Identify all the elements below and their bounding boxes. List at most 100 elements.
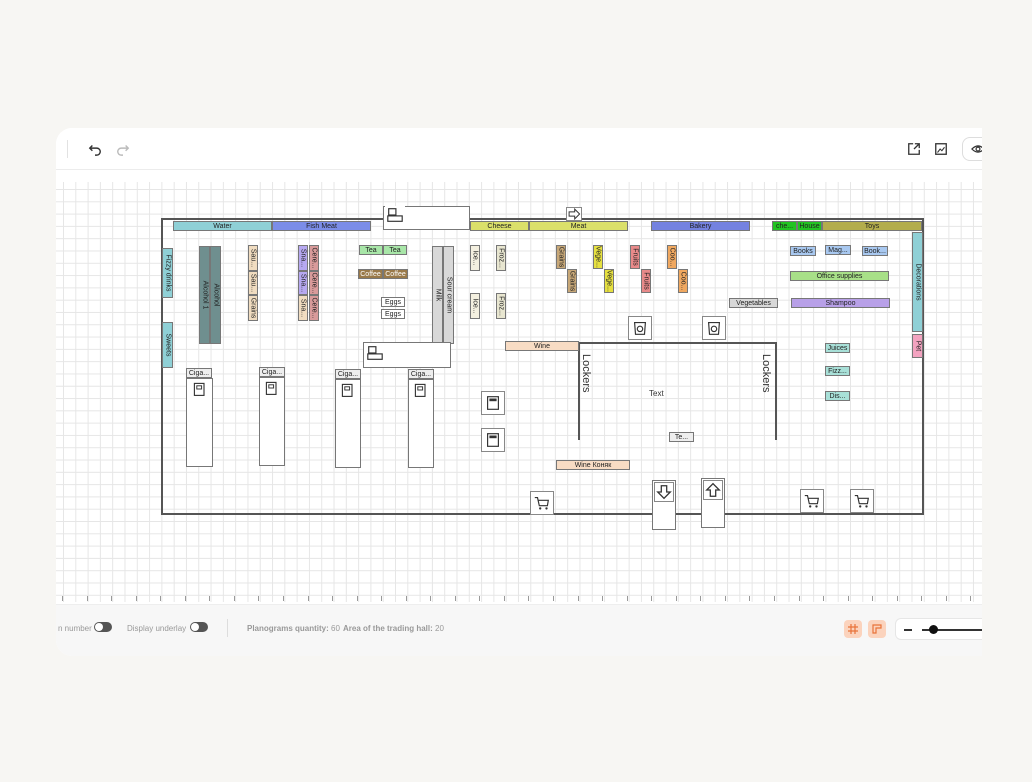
section-meat[interactable]: Meat [529, 221, 628, 231]
shopping-cart-icon[interactable] [530, 491, 554, 515]
ruler-tick [111, 596, 113, 601]
entrance-arrow-icon[interactable] [566, 207, 582, 221]
section-books-2[interactable]: Book... [862, 246, 888, 256]
lockers-wall-top [578, 342, 777, 344]
section-coffee-2[interactable]: Coffee [383, 269, 408, 279]
section-milk[interactable]: Milk [432, 246, 443, 344]
section-coffee-1[interactable]: Coffee [358, 269, 383, 279]
section-fruits-2[interactable]: Fruits [641, 269, 651, 293]
section-sauces-2[interactable]: Sau... [248, 271, 258, 295]
section-ice-2[interactable]: Ice... [470, 293, 480, 319]
section-fruits-1[interactable]: Fruits [630, 245, 640, 269]
section-cigarettes-2[interactable]: Ciga... [259, 367, 285, 377]
section-frozen-2[interactable]: Froz... [496, 293, 506, 319]
section-eggs-1[interactable]: Eggs [381, 297, 405, 307]
image-button[interactable] [931, 139, 951, 159]
section-sauces-1[interactable]: Sau... [248, 245, 258, 271]
ruler-tick [160, 596, 162, 601]
section-cookies-1[interactable]: Coo... [667, 245, 677, 269]
eye-icon [971, 145, 982, 153]
section-toys[interactable]: Toys [822, 221, 922, 231]
underlay-toggle[interactable] [190, 622, 208, 632]
section-cigarettes-3[interactable]: Ciga... [335, 369, 361, 379]
section-tea-2[interactable]: Tea [383, 245, 407, 255]
lockers-wall-right [775, 342, 777, 440]
zoom-slider-thumb[interactable] [929, 625, 938, 634]
redo-button[interactable] [113, 139, 133, 159]
zoom-out-button[interactable] [904, 629, 912, 631]
ruler-tick [454, 596, 456, 601]
ruler-tick [528, 596, 530, 601]
section-magazines[interactable]: Mag... [825, 245, 851, 255]
section-vegetables-2[interactable]: Vege... [604, 269, 614, 293]
section-snacks-3[interactable]: Sna... [298, 295, 308, 321]
section-books-1[interactable]: Books [790, 246, 816, 256]
preview-button[interactable] [962, 137, 982, 161]
section-grains-1[interactable]: Grains [556, 245, 566, 269]
text-label[interactable]: Text [649, 389, 664, 398]
section-decorations[interactable]: Decorations [912, 232, 923, 332]
section-dishes[interactable]: Dis... [825, 391, 850, 401]
export-button[interactable] [904, 139, 924, 159]
section-wine-konia[interactable]: Wine Коняк [556, 460, 630, 470]
section-cigarettes-4[interactable]: Ciga... [408, 369, 434, 379]
section-vegetables[interactable]: Vegetables [729, 298, 778, 308]
ruler-tick [307, 596, 309, 601]
section-te[interactable]: Te... [669, 432, 694, 442]
shopping-cart-icon[interactable] [800, 489, 824, 513]
section-grains-2[interactable]: Grains [567, 269, 577, 293]
section-house[interactable]: House [797, 221, 822, 231]
section-fizzy[interactable]: Fizz... [825, 366, 850, 376]
section-alcohol-2[interactable]: Alcohol [210, 246, 221, 344]
section-juices[interactable]: Juices [825, 343, 850, 353]
section-fizzy-drinks[interactable]: Fizzy drinks [162, 248, 173, 298]
ruler-tick [430, 596, 432, 601]
section-snacks-1[interactable]: Sna... [298, 245, 308, 271]
section-water[interactable]: Water [173, 221, 272, 231]
ruler-tick [282, 596, 284, 601]
number-toggle[interactable] [94, 622, 112, 632]
section-sweets[interactable]: Sweets [162, 322, 173, 368]
section-ice-1[interactable]: Ice... [470, 245, 480, 271]
scale-icon[interactable] [628, 316, 652, 340]
ruler-tick [675, 596, 677, 601]
section-cheese[interactable]: Cheese [470, 221, 529, 231]
section-cereals-3[interactable]: Cere... [309, 295, 319, 321]
section-shampoo[interactable]: Shampoo [791, 298, 890, 308]
section-vegetables-1[interactable]: Vege... [593, 245, 603, 269]
section-snacks-2[interactable]: Sna... [298, 271, 308, 295]
section-tea-1[interactable]: Tea [359, 245, 383, 255]
ruler-tick [577, 596, 579, 601]
section-pet[interactable]: Pet [912, 334, 923, 358]
section-cereals-1[interactable]: Cere... [309, 245, 319, 271]
payment-terminal-icon[interactable] [481, 428, 505, 452]
section-che[interactable]: che... [772, 221, 797, 231]
section-bakery[interactable]: Bakery [651, 221, 750, 231]
ruler-tick [332, 596, 334, 601]
ruler-toggle-button[interactable] [868, 620, 886, 638]
section-eggs-2[interactable]: Eggs [381, 309, 405, 319]
section-office-supplies[interactable]: Office supplies [790, 271, 889, 281]
undo-icon [88, 145, 101, 156]
section-cookies-2[interactable]: Coo... [678, 269, 688, 293]
grid-toggle-button[interactable] [844, 620, 862, 638]
section-cereals-2[interactable]: Cere... [309, 271, 319, 295]
section-alcohol-1[interactable]: Alcohol 1 [199, 246, 210, 344]
ruler-tick [626, 596, 628, 601]
ruler-tick [503, 596, 505, 601]
shopping-cart-icon[interactable] [850, 489, 874, 513]
section-wine[interactable]: Wine [505, 341, 579, 351]
underlay-toggle-label: Display underlay [127, 624, 187, 633]
section-sour-cream[interactable]: Sour cream [443, 246, 454, 344]
ruler-tick [945, 596, 947, 601]
undo-button[interactable] [85, 139, 105, 159]
section-cigarettes-1[interactable]: Ciga... [186, 368, 212, 378]
scale-icon[interactable] [702, 316, 726, 340]
payment-terminal-icon[interactable] [481, 391, 505, 415]
section-frozen-1[interactable]: Froz... [496, 245, 506, 271]
section-grains-left[interactable]: Grains [248, 295, 258, 321]
zoom-slider-track[interactable] [922, 629, 982, 631]
